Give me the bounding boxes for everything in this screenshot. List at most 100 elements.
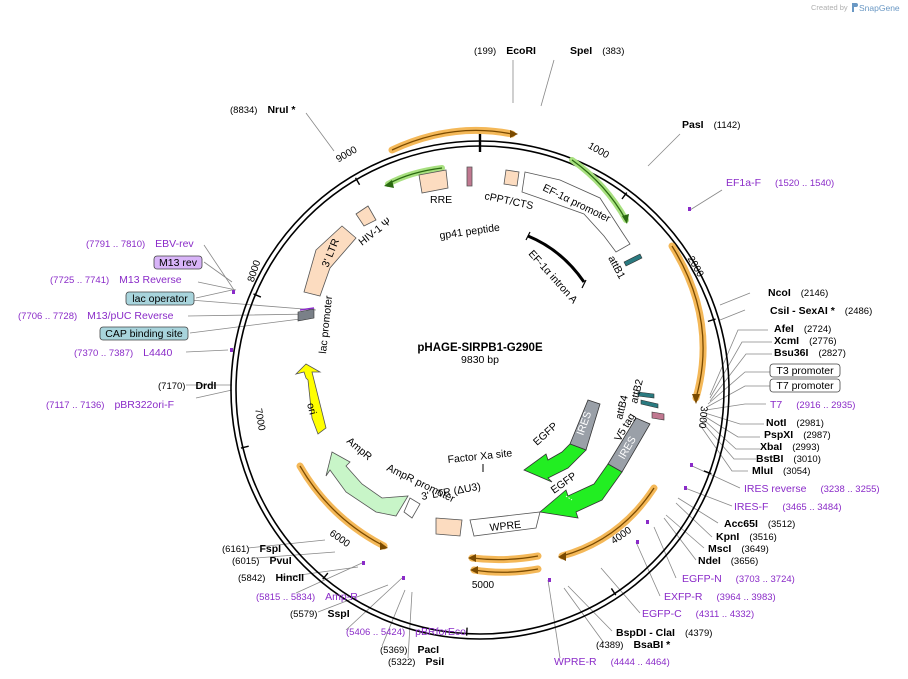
tick-mark (240, 445, 249, 449)
hiv1-psi-box (355, 205, 377, 227)
feature-label-ef1a-intron: EF-1α intron A (526, 248, 580, 306)
orf-bottom-2 (470, 565, 542, 576)
feature-label-factor-xa: Factor Xa site (447, 447, 513, 466)
primer-label: (7370 .. 7387)L4440 (74, 347, 173, 359)
orf-lower-left (296, 462, 388, 550)
ltr3-du3-box (435, 517, 463, 537)
primer-marks (230, 207, 693, 582)
tick-label: 3000 (696, 406, 709, 430)
site-leader-lines (185, 59, 772, 659)
enzyme-site-label: MluI(3054) (752, 465, 810, 477)
enzyme-site-label: SpeI(383) (570, 45, 624, 57)
tick-label: 7000 (252, 408, 267, 432)
tick-mark (707, 318, 716, 323)
plasmid-size: 9830 bp (461, 354, 499, 366)
orf-lower-right (558, 484, 658, 561)
egfp-2-arrow (539, 463, 623, 519)
feature-label-rre: RRE (430, 194, 452, 206)
enzyme-site-label: (4389)BsaBI * (596, 639, 671, 651)
primer-label: EXFP-R(3964 .. 3983) (664, 591, 776, 603)
feature-label-attb4: attB4 (613, 394, 631, 421)
feature-shapes (294, 166, 665, 537)
primer-label: EGFP-C(4311 .. 4332) (642, 608, 754, 620)
enzyme-site-label: MscI(3649) (708, 543, 769, 555)
primer-label: (7791 .. 7810)EBV-rev (86, 238, 194, 250)
v5-tag-marker (651, 411, 665, 421)
primer-label: EF1a-F(1520 .. 1540) (726, 177, 834, 189)
enzyme-site-label: (5369)PacI (380, 644, 439, 656)
green-arc-top (384, 165, 445, 188)
attb4-marker (637, 391, 655, 399)
boxed-cap-binding-site: CAP binding site (105, 328, 183, 340)
enzyme-site-label: (6015)PvuI (232, 555, 292, 567)
primer-label: T7(2916 .. 2935) (770, 399, 855, 411)
enzyme-site-label: CsiI - SexAI *(2486) (770, 305, 872, 317)
snapgene-logo-icon (852, 3, 858, 12)
tick-mark (610, 588, 617, 596)
primer-label: (7725 .. 7741)M13 Reverse (50, 274, 182, 286)
ltr3-box (303, 225, 357, 297)
enzyme-site-label: (8834)NruI * (230, 104, 296, 116)
tick-mark (354, 177, 361, 186)
enzyme-site-label: AfeI(2724) (774, 323, 831, 335)
ori-arrow (294, 363, 327, 435)
feature-label-gp41: gp41 peptide (439, 222, 501, 242)
primer-label: WPRE-R(4444 .. 4464) (554, 656, 670, 668)
tick-label: 9000 (334, 144, 359, 165)
rre-box (418, 169, 449, 194)
ef1a-promoter-arrow (521, 171, 631, 253)
boxed-m13-rev: M13 rev (159, 257, 198, 269)
enzyme-site-label: Acc65I(3512) (724, 518, 795, 530)
feature-label-egfp-1: EGFP (531, 420, 560, 448)
attb2-marker (640, 399, 659, 409)
backbone-outer (230, 140, 730, 640)
enzyme-site-label: NotI(2981) (766, 417, 824, 429)
boxed-lac-operator: lac operator (132, 293, 188, 305)
orf-right (668, 242, 707, 404)
orf-top (388, 126, 518, 154)
enzyme-site-label: (5322)PsiI (388, 656, 444, 668)
enzyme-site-label: BstBI(3010) (756, 453, 821, 465)
boxed-t7-promoter: T7 promoter (776, 380, 834, 392)
tick-mark (703, 470, 712, 475)
egfp-1-arrow (523, 443, 587, 483)
enzyme-site-label: (5579)SspI (290, 608, 350, 620)
enzyme-site-label: Bsu36I(2827) (774, 347, 846, 359)
credit-brand: SnapGene (859, 3, 900, 13)
enzyme-site-label: (7170)DrdI (158, 380, 217, 392)
feature-label-wpre: WPRE (489, 519, 522, 534)
enzyme-site-label: (6161)FspI (222, 543, 281, 555)
enzyme-site-label: XbaI(2993) (760, 441, 820, 453)
gp41-marker (466, 166, 473, 187)
boxed-labels: M13 rev lac operator CAP binding site T3… (99, 255, 841, 393)
primer-label: (5815 .. 5834)Amp-R (256, 591, 358, 603)
enzyme-site-label: KpnI(3516) (716, 531, 777, 543)
orf-arcs (296, 126, 707, 576)
tick-marks (240, 134, 716, 636)
credit-text: Created by (811, 3, 848, 12)
enzyme-site-label: (5842)HincII (238, 572, 304, 584)
enzyme-site-label: XcmI(2776) (774, 335, 837, 347)
primer-label: (7706 .. 7728)M13/pUC Reverse (18, 310, 174, 322)
plasmid-name: pHAGE-SIRPB1-G290E (417, 342, 543, 354)
cppt-box (503, 169, 520, 187)
primer-label: IRES-F(3465 .. 3484) (734, 501, 842, 513)
enzyme-site-label: NcoI(2146) (768, 287, 828, 299)
tick-label: 6000 (327, 528, 352, 550)
feature-label-attb2: attB2 (628, 378, 646, 405)
boxed-t3-promoter: T3 promoter (776, 365, 834, 377)
feature-label-attb1: attB1 (605, 254, 627, 281)
enzyme-site-label: (199)EcoRI (474, 45, 536, 57)
green-arc-right (569, 157, 629, 224)
enzyme-site-label: NdeI(3656) (698, 555, 758, 567)
primer-label: IRES reverse(3238 .. 3255) (744, 483, 880, 495)
wpre-box (469, 511, 541, 537)
orf-bottom-1 (468, 552, 542, 564)
tick-mark (322, 572, 329, 580)
tick-label: 5000 (472, 580, 495, 591)
primer-label: (7117 .. 7136)pBR322ori-F (46, 399, 174, 411)
feature-label-ori: ori (304, 402, 319, 416)
enzyme-site-label: PspXI(2987) (764, 429, 831, 441)
ampr-promoter-box (403, 497, 421, 519)
